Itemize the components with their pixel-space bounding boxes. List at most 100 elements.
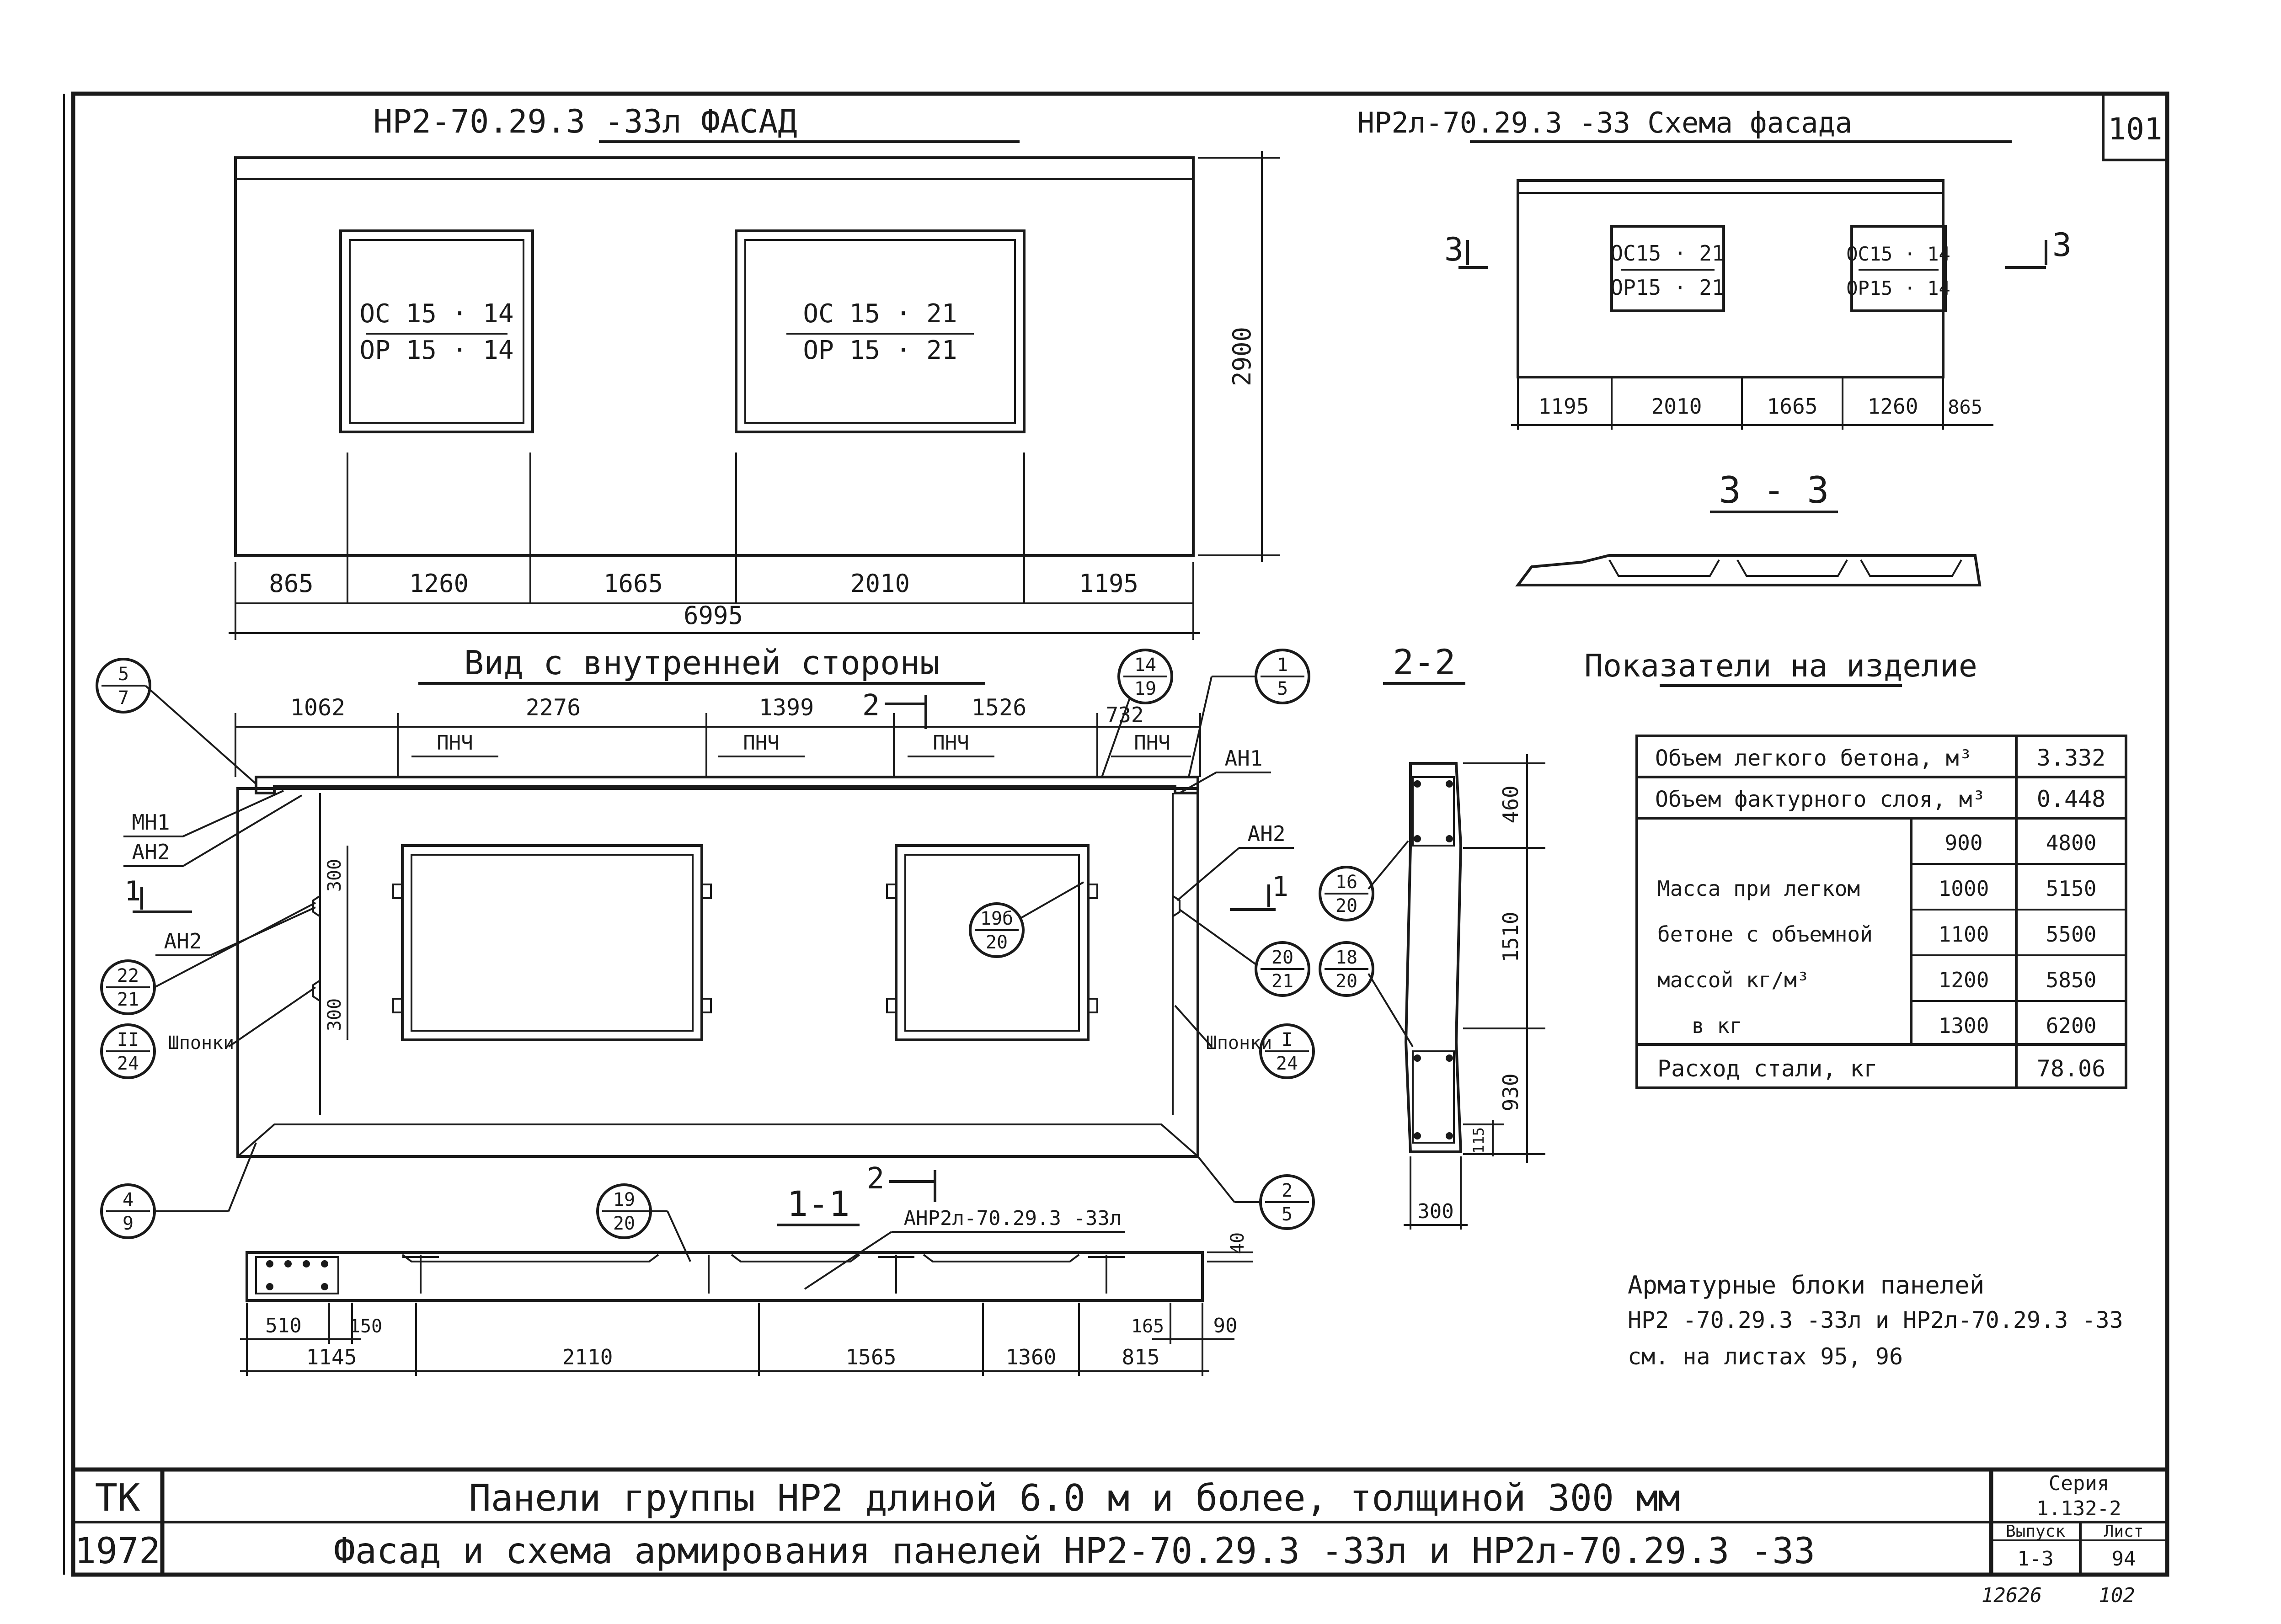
callout-top: 14 xyxy=(1134,655,1156,676)
sheet-number-box: 101 xyxy=(2102,92,2169,161)
inner-view-title: Вид с внутренней стороны xyxy=(464,644,940,682)
label-an2-left-top: АН2 xyxy=(132,840,170,864)
callout-16-20: 16 20 xyxy=(1319,840,1409,921)
note-line-1: Арматурные блоки панелей xyxy=(1628,1271,1984,1299)
title-block: ТК 1972 Панели группы НР2 длиной 6.0 м и… xyxy=(73,1467,2167,1575)
dim-300-bottom: 300 xyxy=(324,998,345,1031)
facade-dim-5: 1195 xyxy=(1079,569,1138,598)
label-an1: АН1 xyxy=(1224,746,1262,771)
block-label: АНР2л-70.29.3 -33л xyxy=(904,1207,1122,1230)
window-label-top: ОС15 · 14 xyxy=(1846,243,1950,265)
title-line-2: Фасад и схема армирования панелей НР2-70… xyxy=(334,1531,1815,1572)
issue-value: 1-3 xyxy=(2017,1547,2053,1571)
callout-bottom: 20 xyxy=(1335,895,1357,916)
cut-1-left: 1 xyxy=(124,875,141,907)
dim-150: 150 xyxy=(349,1316,382,1337)
callout-top: I xyxy=(1282,1029,1293,1050)
facade-view: НР2-70.29.3 -33л ФАСАД ОС 15 · 14 ОР 15 … xyxy=(229,103,1280,640)
section-2-2: 2-2 460 1510 930 115 300 16 xyxy=(1319,642,1545,1230)
mass-1200: 5850 xyxy=(2046,968,2097,992)
cut-3-right: 3 xyxy=(2052,226,2072,264)
dim-1510: 1510 xyxy=(1498,912,1523,963)
callout-5-7: 5 7 xyxy=(96,658,257,785)
callout-bottom: 5 xyxy=(1277,678,1288,699)
callout-22-21: 22 21 xyxy=(100,902,316,1015)
cut-1-right: 1 xyxy=(1272,871,1288,903)
sheet-frame xyxy=(63,91,2169,1577)
section-1-1: 1-1 2 АНР2л-70.29.3 -33л 19 20 xyxy=(240,1162,1253,1376)
callout-top: 20 xyxy=(1271,947,1293,968)
dim-930: 930 xyxy=(1498,1073,1523,1111)
scheme-window-right: ОС15 · 14 ОР15 · 14 xyxy=(1846,243,1950,299)
callout-4-9: 4 9 xyxy=(100,1142,257,1239)
page-mark-left: 12626 xyxy=(1982,1584,2042,1607)
dim-1145: 1145 xyxy=(306,1345,357,1369)
callout-14-19: 14 19 xyxy=(1101,649,1173,777)
note-line-3: см. на листах 95, 96 xyxy=(1628,1343,1903,1370)
sheet-label: Лист xyxy=(2104,1522,2144,1541)
window-label-bottom: ОР 15 · 14 xyxy=(359,335,513,365)
facade-dim-4: 2010 xyxy=(850,569,910,598)
dim-2110: 2110 xyxy=(562,1345,613,1369)
facade-total-dim: 6995 xyxy=(684,601,743,630)
series-value: 1.132-2 xyxy=(2036,1497,2121,1520)
callout-top: 2 xyxy=(1282,1180,1293,1201)
mass-900: 4800 xyxy=(2046,831,2097,855)
cut-3-left: 3 xyxy=(1444,231,1464,268)
mass-1300: 6200 xyxy=(2046,1013,2097,1038)
facade-window-left: ОС 15 · 14 ОР 15 · 14 xyxy=(359,299,513,365)
inner-dim-2: 2276 xyxy=(526,694,581,721)
pnch-label-2: ПНЧ xyxy=(743,731,779,755)
dim-460: 460 xyxy=(1498,785,1523,823)
inner-dim-4: 1526 xyxy=(972,694,1026,721)
inner-dim-1: 1062 xyxy=(290,694,345,721)
density-900: 900 xyxy=(1944,831,1982,855)
org-code: ТК xyxy=(95,1476,140,1520)
scheme-dim-4: 1260 xyxy=(1868,394,1918,419)
callout-bottom: 5 xyxy=(1282,1204,1293,1225)
window-label-top: ОС15 · 21 xyxy=(1610,241,1724,266)
callout-top: 19б xyxy=(980,908,1013,929)
facade-dim-2: 1260 xyxy=(409,569,469,598)
callout-bottom: 20 xyxy=(986,932,1008,953)
density-1300: 1300 xyxy=(1939,1013,1989,1038)
density-1000: 1000 xyxy=(1939,876,1989,901)
callout-bottom: 24 xyxy=(117,1053,139,1074)
dim-510: 510 xyxy=(265,1314,301,1337)
callout-ii-24: II 24 xyxy=(100,1023,156,1079)
page-mark-right: 102 xyxy=(2099,1584,2135,1607)
callout-bottom: 7 xyxy=(118,687,129,708)
facade-dim-3: 1665 xyxy=(604,569,663,598)
callout-18-20: 18 20 xyxy=(1319,941,1414,1048)
cut-2-bottom: 2 xyxy=(867,1162,885,1196)
facade-window-right: ОС 15 · 21 ОР 15 · 21 xyxy=(786,299,974,365)
year: 1972 xyxy=(75,1531,160,1572)
label-an2-right: АН2 xyxy=(1247,821,1285,846)
pnch-label-1: ПНЧ xyxy=(437,731,473,755)
inner-dim-3: 1399 xyxy=(759,694,814,721)
dim-815: 815 xyxy=(1122,1345,1159,1369)
section-33-title: 3 - 3 xyxy=(1719,469,1829,511)
scheme-title: НР2л-70.29.3 -33 Схема фасада xyxy=(1357,106,1853,139)
callout-top: 18 xyxy=(1335,947,1357,968)
dim-300-width: 300 xyxy=(1417,1200,1453,1223)
pnch-label-4: ПНЧ xyxy=(1134,731,1170,755)
scheme-dim-3: 1665 xyxy=(1767,394,1818,419)
callout-19b-20: 19б 20 xyxy=(969,881,1084,958)
note-line-2: НР2 -70.29.3 -33л и НР2л-70.29.3 -33 xyxy=(1628,1307,2123,1333)
window-label-bottom: ОР15 · 21 xyxy=(1610,275,1724,300)
dim-90: 90 xyxy=(1213,1314,1238,1337)
callout-top: 16 xyxy=(1335,872,1357,893)
steel-label: Расход стали, кг xyxy=(1657,1055,1878,1082)
facade-dim-1: 865 xyxy=(269,569,314,598)
mass-label-3: массой кг/м³ xyxy=(1657,968,1809,992)
title-line-1: Панели группы НР2 длиной 6.0 м и более, … xyxy=(469,1477,1680,1519)
callout-bottom: 9 xyxy=(123,1213,134,1234)
callout-bottom: 20 xyxy=(613,1213,635,1234)
window-label-top: ОС 15 · 21 xyxy=(803,299,957,329)
label-an2-left-mid: АН2 xyxy=(164,929,202,953)
scheme-window-left: ОС15 · 21 ОР15 · 21 xyxy=(1610,241,1724,300)
window-label-bottom: ОР15 · 14 xyxy=(1846,277,1950,299)
mass-label-4: в кг xyxy=(1692,1013,1742,1038)
